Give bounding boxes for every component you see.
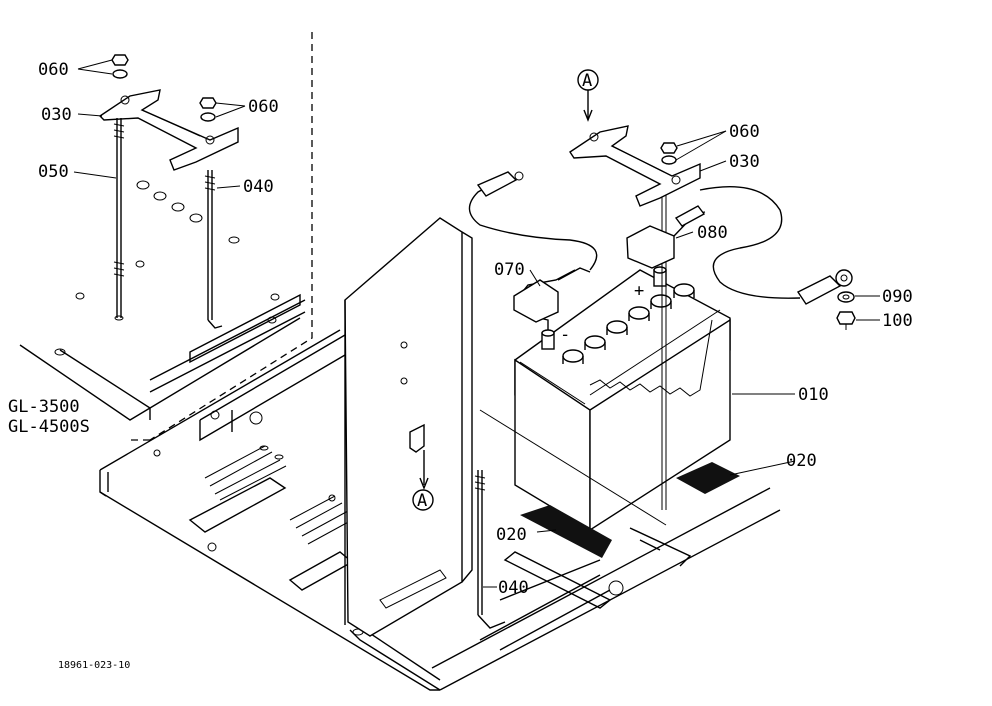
battery-caps <box>562 283 695 364</box>
label-070: 070 <box>494 260 525 280</box>
drawing-number: 18961-023-10 <box>58 660 130 671</box>
inset-holes <box>75 180 280 301</box>
nut-100 <box>836 311 856 330</box>
label-060-main: 060 <box>729 122 760 142</box>
inset-detail <box>19 32 313 441</box>
label-020-right: 020 <box>786 451 817 471</box>
ref-a-bottom: A <box>417 491 427 511</box>
label-030-inset: 030 <box>41 105 72 125</box>
label-040-inset: 040 <box>243 177 274 197</box>
positive-cable-080 <box>626 186 853 305</box>
inset-rod-050 <box>113 118 125 321</box>
terminal-plus-sign: + <box>634 281 644 301</box>
partition-panel <box>344 217 473 637</box>
inset-nuts-060a <box>111 54 129 79</box>
chassis-frame <box>99 329 781 691</box>
leader-lines <box>483 130 880 588</box>
washer-090 <box>837 291 855 303</box>
label-100: 100 <box>882 311 913 331</box>
label-010: 010 <box>798 385 829 405</box>
label-080: 080 <box>697 223 728 243</box>
label-050: 050 <box>38 162 69 182</box>
label-020-left: 020 <box>496 525 527 545</box>
terminal-minus-sign: - <box>560 325 570 345</box>
main-clamp-bar-030: A <box>569 69 701 207</box>
model-label-gl4500s: GL-4500S <box>8 417 90 437</box>
negative-cable-070 <box>468 171 598 330</box>
battery-010: + - <box>514 266 731 532</box>
label-060-inset-b: 060 <box>248 97 279 117</box>
model-label-gl3500: GL-3500 <box>8 397 80 417</box>
inset-nuts-060b <box>199 97 217 122</box>
main-nuts-060 <box>660 142 678 165</box>
label-090: 090 <box>882 287 913 307</box>
hold-down-rod-040 <box>474 409 667 629</box>
battery-pads-020 <box>520 462 740 558</box>
inset-rod-040 <box>204 170 223 329</box>
floor-slots <box>204 445 353 545</box>
ref-a-top: A <box>582 71 592 91</box>
ref-a-circle-bottom <box>412 489 434 511</box>
label-060-inset-a: 060 <box>38 60 69 80</box>
label-040-main: 040 <box>498 578 529 598</box>
inset-clamp-bar <box>98 89 239 171</box>
part-labels: 060 030 050 040 060 060 030 080 070 090 … <box>8 60 913 671</box>
label-030-main: 030 <box>729 152 760 172</box>
